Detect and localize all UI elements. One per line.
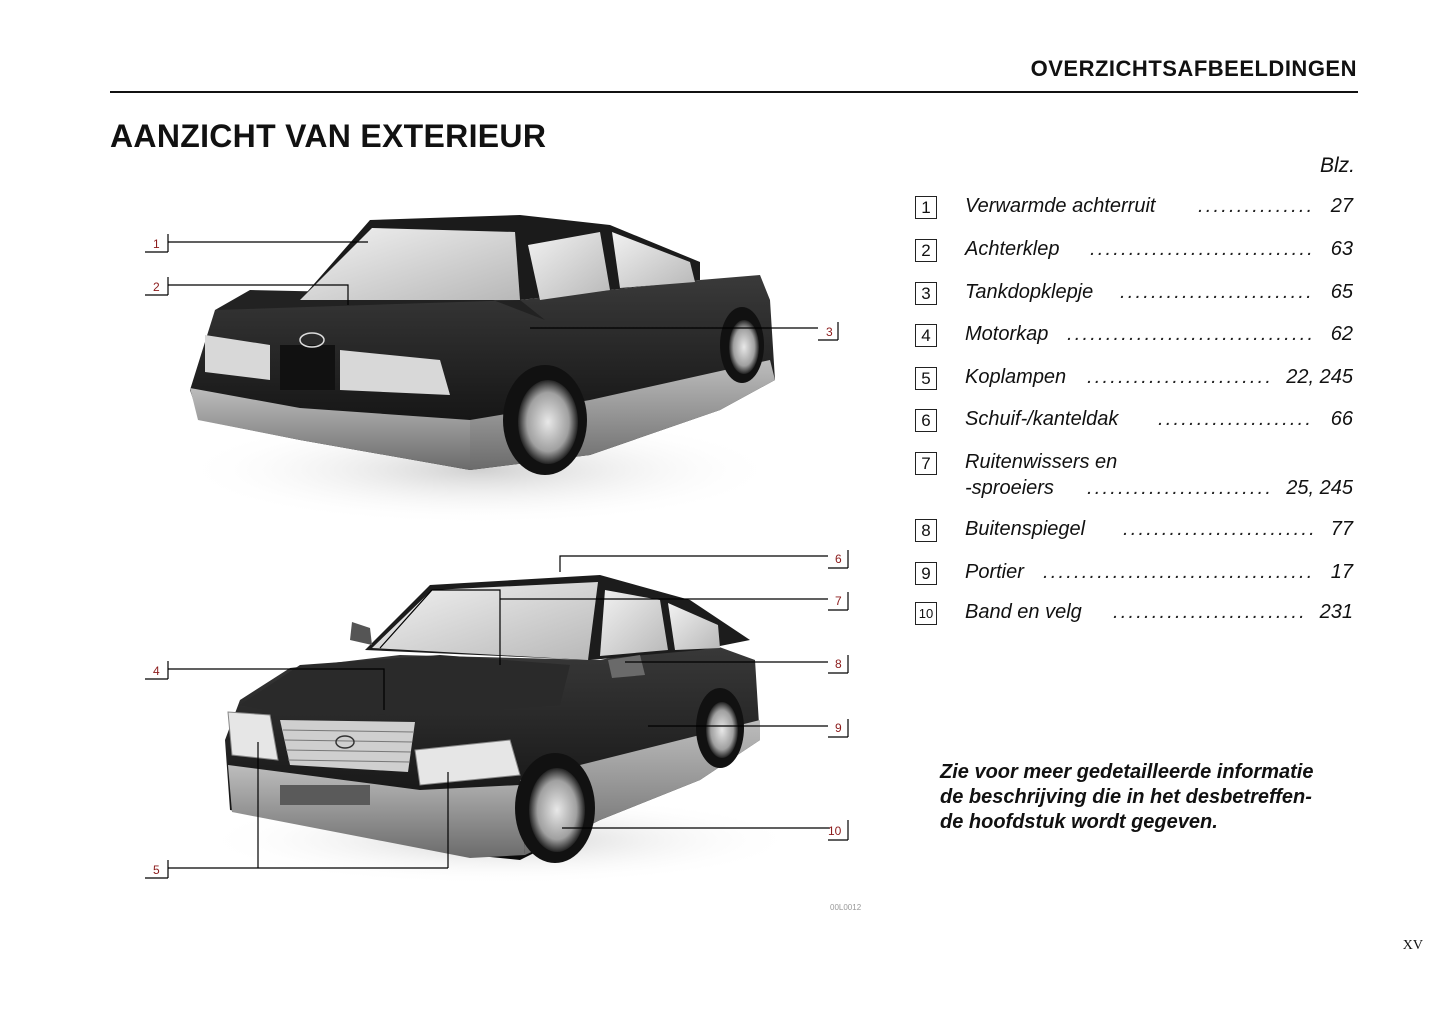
- item-number-box: 6: [915, 409, 937, 432]
- callout-lines: [145, 234, 849, 879]
- item-number-box: 10: [915, 602, 937, 625]
- front-view-car: [200, 575, 800, 885]
- item-label: Band en velg: [965, 601, 1082, 623]
- item-number-box: 9: [915, 562, 937, 585]
- item-label: Portier: [965, 561, 1024, 583]
- item-label: Verwarmde achterruit: [965, 195, 1156, 217]
- item-label-line2: -sproeiers: [965, 477, 1054, 499]
- note-line: de hoofdstuk wordt gegeven.: [940, 811, 1218, 833]
- item-number-box: 5: [915, 367, 937, 390]
- item-page: 65: [1330, 281, 1353, 303]
- item-label: Tankdopklepje: [965, 281, 1094, 303]
- callout-10: 10: [828, 824, 842, 838]
- item-page: 63: [1330, 238, 1353, 260]
- detail-note: Zie voor meer gedetailleerde informatie …: [940, 760, 1360, 835]
- item-label: Koplampen: [965, 366, 1067, 388]
- item-number-box: 7: [915, 452, 937, 475]
- page-column-label: Blz.: [1319, 154, 1355, 177]
- item-number-box: 2: [915, 239, 937, 262]
- item-number-box: 4: [915, 324, 937, 347]
- item-page: 66: [1330, 408, 1353, 430]
- item-page: 62: [1330, 323, 1353, 345]
- callout-2: 2: [153, 280, 160, 294]
- callout-1: 1: [153, 237, 160, 251]
- item-label: Ruitenwissers en: [965, 451, 1118, 473]
- item-number-box: 1: [915, 196, 937, 219]
- item-label: Schuif-/kanteldak: [965, 408, 1119, 430]
- callout-6: 6: [835, 552, 842, 566]
- page-number: XV: [1402, 938, 1423, 953]
- item-page: 231: [1319, 601, 1353, 623]
- note-line: de beschrijving die in het desbetreffen-: [940, 786, 1312, 808]
- section-header: OVERZICHTSAFBEELDINGEN: [1030, 56, 1357, 81]
- callout-5: 5: [153, 863, 160, 877]
- page-title: AANZICHT VAN EXTERIEUR: [110, 118, 547, 154]
- item-label: Buitenspiegel: [965, 518, 1086, 540]
- note-line: Zie voor meer gedetailleerde informatie: [940, 761, 1314, 783]
- rear-view-car: [180, 215, 780, 525]
- figure-code: 00L0012: [830, 903, 862, 912]
- callout-3: 3: [826, 325, 833, 339]
- item-number-box: 3: [915, 282, 937, 305]
- callout-4: 4: [153, 664, 160, 678]
- item-page: 77: [1330, 518, 1353, 540]
- callout-labels: 1 2 3 4 5 6 7 8 9 10: [153, 237, 842, 877]
- callout-7: 7: [835, 594, 842, 608]
- item-page: 17: [1330, 561, 1353, 583]
- callout-9: 9: [835, 721, 842, 735]
- item-page: 25, 245: [1286, 477, 1353, 499]
- item-label: Achterklep: [965, 238, 1060, 260]
- item-page: 22, 245: [1286, 366, 1353, 388]
- header-divider: [110, 91, 1358, 93]
- item-page: 27: [1330, 195, 1353, 217]
- callout-8: 8: [835, 657, 842, 671]
- car-exterior-illustration: 1 2 3 4 5 6 7 8 9 10: [145, 215, 849, 885]
- item-number-box: 8: [915, 519, 937, 542]
- item-label: Motorkap: [965, 323, 1049, 345]
